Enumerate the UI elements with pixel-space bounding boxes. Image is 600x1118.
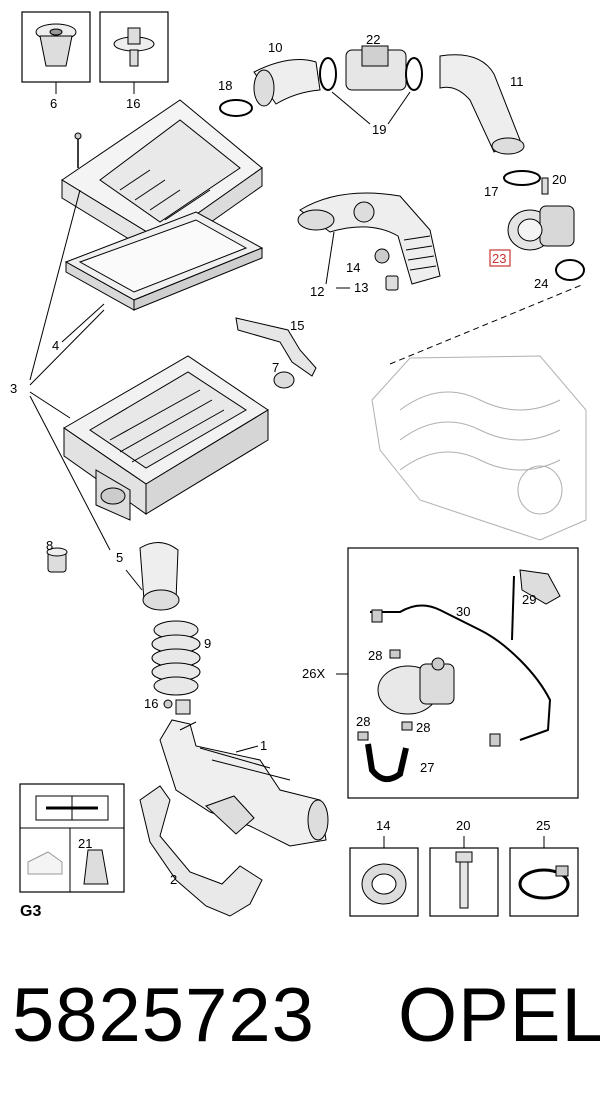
part-30-vacuum-line: [370, 604, 552, 741]
label-11: 11: [510, 74, 524, 89]
label-20: 20: [552, 172, 566, 187]
legend-25-label: 25: [536, 818, 550, 833]
label-4: 4: [52, 338, 59, 353]
intake-manifold-ghost: [371, 355, 587, 541]
part-9-bellows: [151, 620, 201, 696]
part-24-gasket: [555, 259, 585, 281]
label-26x: 26X: [302, 666, 325, 681]
label-21: 21: [78, 836, 92, 851]
part-28-clip-a: [389, 649, 401, 659]
part-13-connector: [385, 275, 399, 291]
label-22: 22: [366, 32, 380, 47]
label-27: 27: [420, 760, 434, 775]
part-5-hose: [139, 542, 180, 611]
part-16-clip: [163, 699, 191, 715]
label-3: 3: [10, 381, 17, 396]
part-17-clamp: [503, 170, 541, 186]
part-14-seal-upper: [374, 248, 390, 264]
part-20-bolt: [541, 177, 549, 195]
label-18: 18: [218, 78, 232, 93]
legend-25-box: [509, 836, 579, 917]
group-label: G3: [20, 903, 41, 920]
dashed-leader: [389, 283, 585, 365]
label-23: 23: [492, 251, 506, 266]
label-30: 30: [456, 604, 470, 619]
part-16-box: [99, 11, 169, 83]
brand-name: OPEL: [398, 973, 600, 1058]
label-1: 1: [260, 738, 267, 753]
part-7-grommet: [273, 371, 295, 389]
part-18-clamp: [219, 99, 253, 117]
label-16-lower: 16: [144, 696, 158, 711]
label-2: 2: [170, 872, 177, 887]
vacuum-box: [336, 547, 579, 799]
vacuum-pump: [377, 657, 455, 715]
label-15: 15: [290, 318, 304, 333]
label-12: 12: [310, 284, 324, 299]
part-number: 5825723: [12, 973, 315, 1058]
part-27-hose: [365, 743, 409, 783]
label-28b: 28: [356, 714, 370, 729]
leader-lines-left: [29, 189, 111, 551]
label-23-box: [489, 249, 511, 267]
part-15-bracket: [235, 317, 317, 377]
connector-end: [371, 609, 501, 747]
label-5: 5: [116, 550, 123, 565]
filter-element: [64, 211, 264, 311]
part-6-box: [21, 11, 91, 83]
label-29: 29: [522, 592, 536, 607]
label-28c: 28: [416, 720, 430, 735]
label-14-upper: 14: [346, 260, 360, 275]
part-10-hose: [253, 59, 321, 107]
part-8-grommet: [46, 547, 68, 573]
label-28a: 28: [368, 648, 382, 663]
exploded-parts-diagram: 6 16 3: [10, 11, 587, 920]
label-13: 13: [354, 280, 368, 295]
label-6: 6: [50, 96, 57, 111]
label-19: 19: [372, 122, 386, 137]
legend-14-label: 14: [376, 818, 390, 833]
label-17: 17: [484, 184, 498, 199]
clamps-19: [319, 57, 423, 91]
part-1-duct: [159, 719, 329, 847]
part-2-duct: [139, 785, 263, 917]
part-28-clip-b: [357, 731, 369, 741]
legend-20-label: 20: [456, 818, 470, 833]
label-8: 8: [46, 538, 53, 553]
part-29-valve: [511, 569, 561, 641]
legend-14-box: [349, 836, 419, 917]
label-16-top: 16: [126, 96, 140, 111]
part-22-mass-airflow-sensor: [345, 45, 407, 91]
label-24: 24: [534, 276, 548, 291]
air-cleaner-housing: [63, 355, 269, 521]
info-box: [19, 783, 125, 893]
part-12-hose: [297, 192, 441, 285]
part-28-clip-c: [401, 721, 413, 731]
part-11-hose: [439, 54, 525, 155]
part-23-throttle-body: [507, 205, 575, 251]
legend-20-box: [429, 836, 499, 917]
label-9: 9: [204, 636, 211, 651]
label-7: 7: [272, 360, 279, 375]
leader-19: [331, 91, 411, 125]
label-10: 10: [268, 40, 282, 55]
